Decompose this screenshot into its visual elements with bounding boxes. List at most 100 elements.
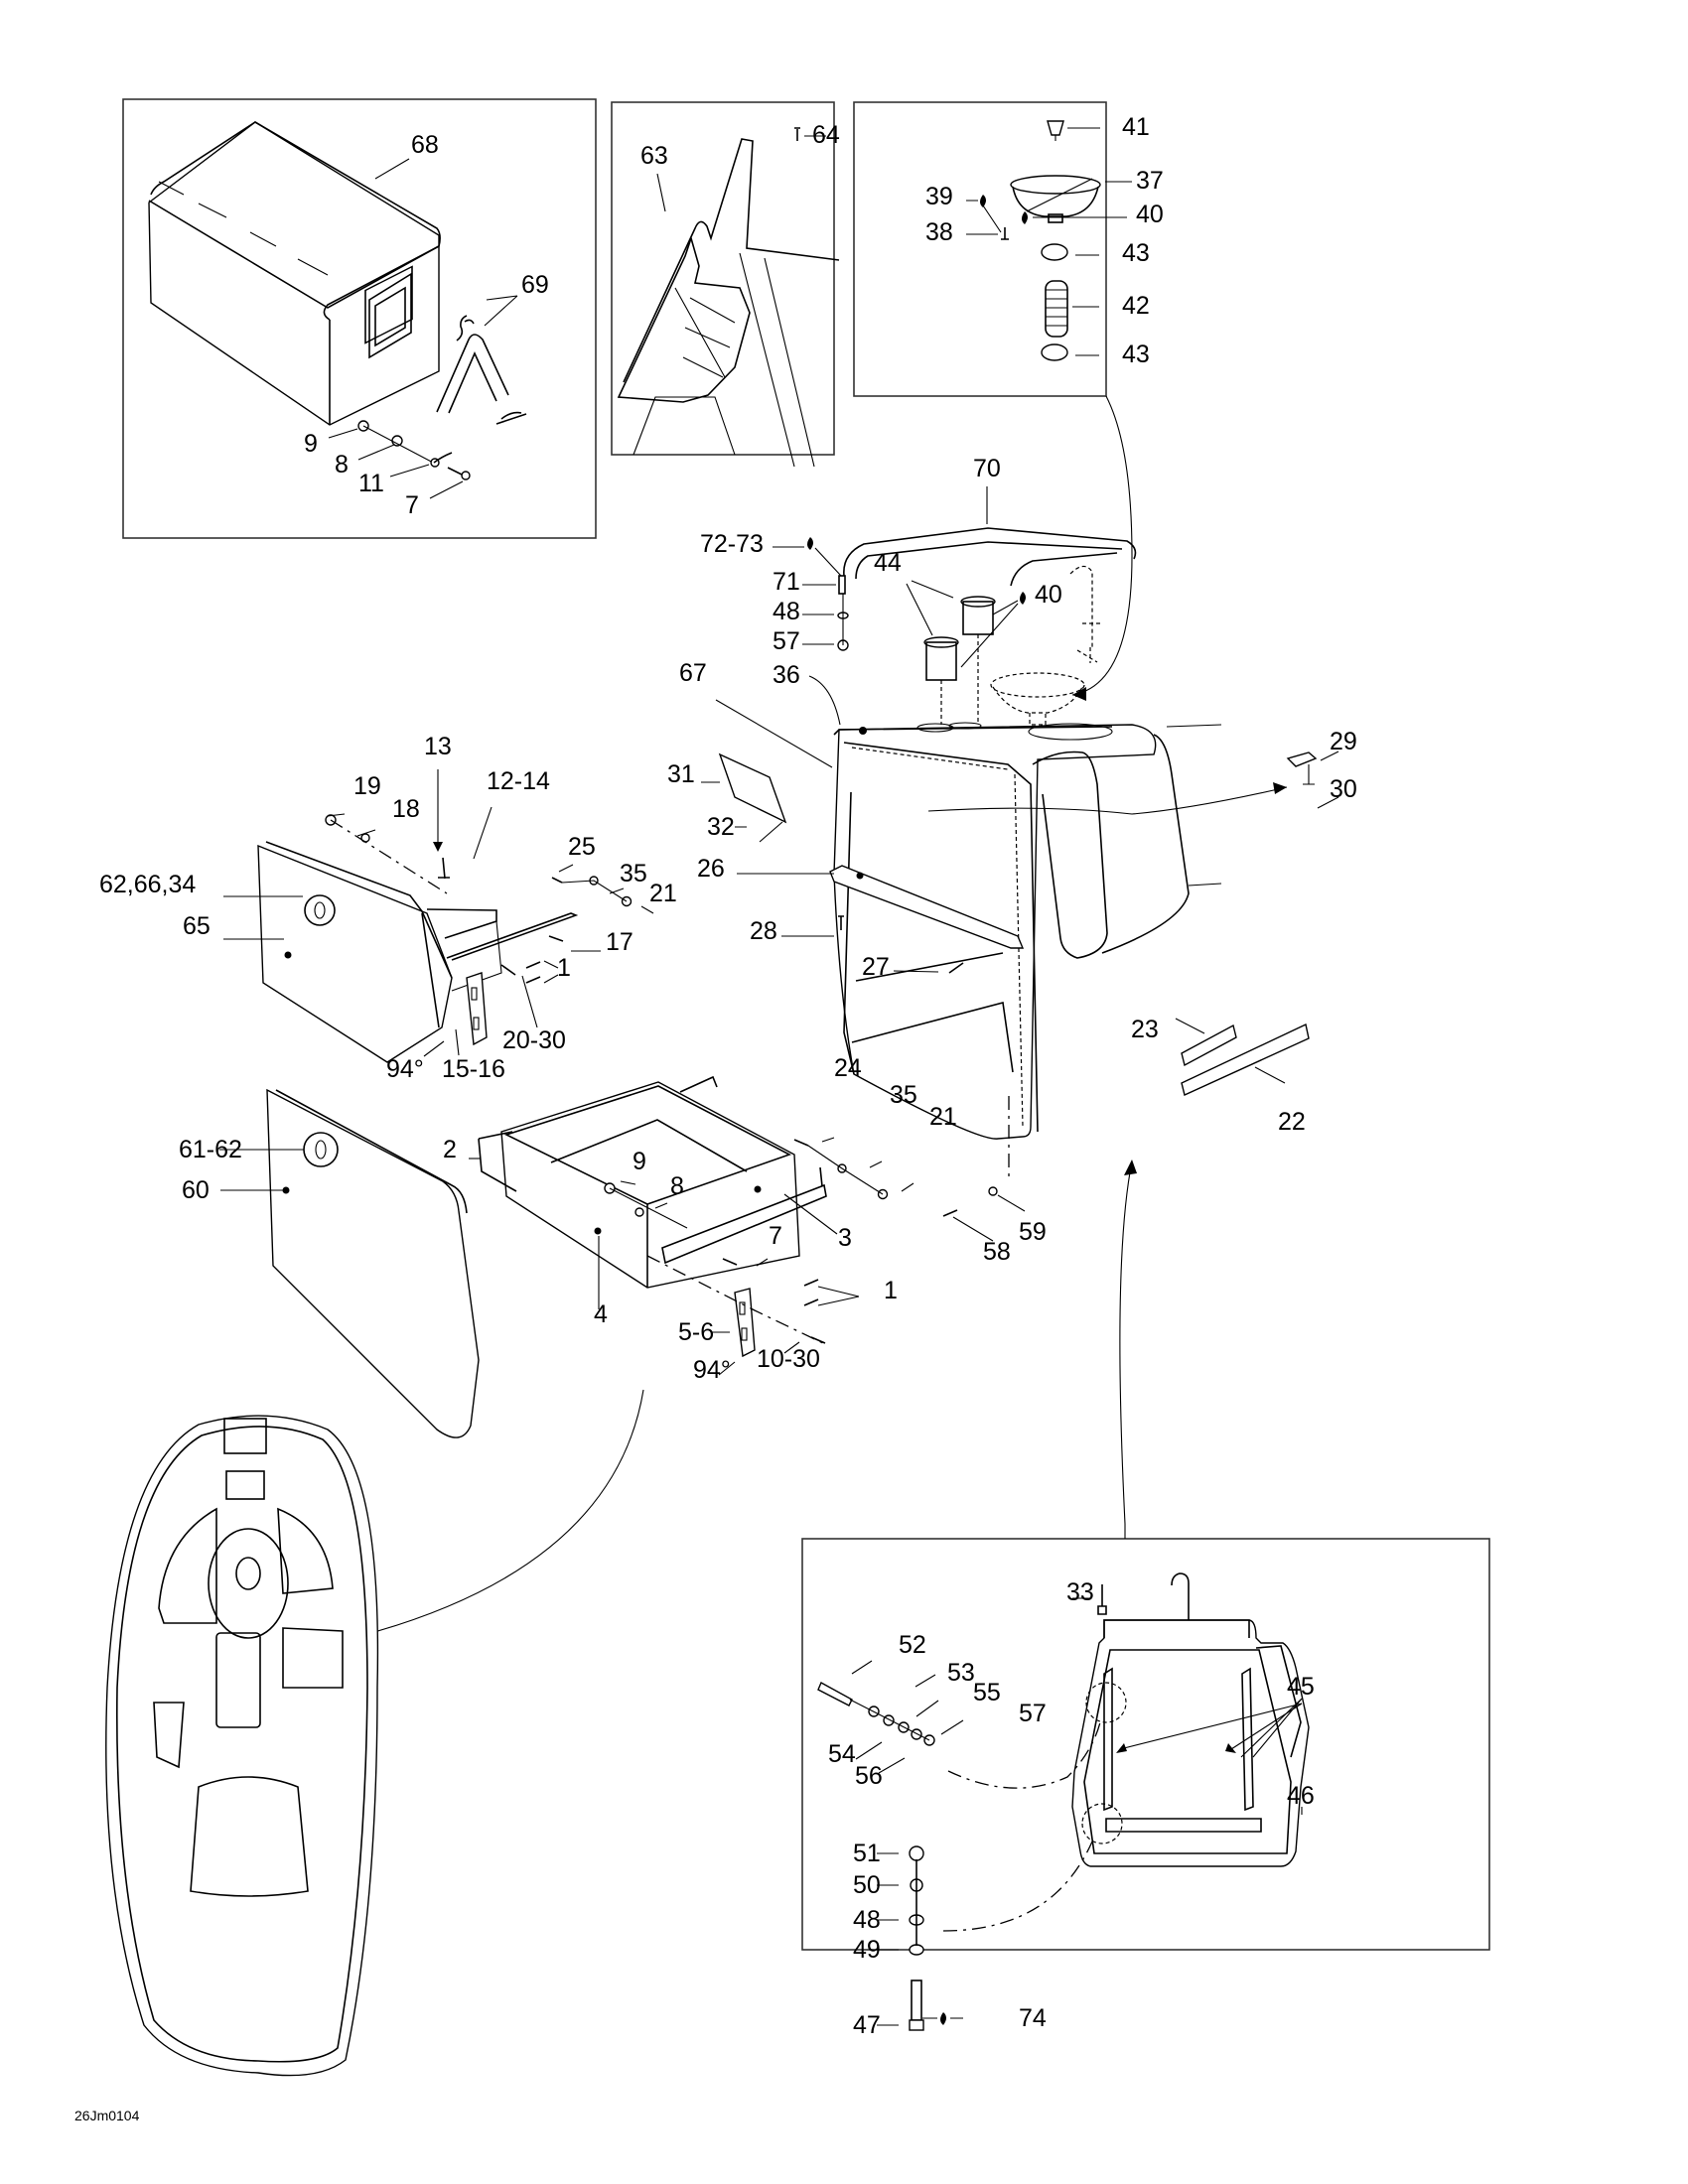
callout-63: 63 [640,142,668,170]
console-icon [833,722,1222,1140]
cooler-box-frame [122,98,597,539]
cooler-leader-lines [328,158,518,499]
callout-20-30: 20-30 [502,1026,566,1054]
callout-28: 28 [750,917,777,945]
callout-26: 26 [697,855,725,883]
callout-3: 3 [838,1224,852,1252]
upper-drawer-leaders [223,769,654,1057]
callout-42: 42 [1122,292,1150,320]
sink-bowl-icon [1010,175,1132,223]
callout-57: 57 [773,627,800,655]
lower-drawer-hardware [604,1139,889,1346]
callout-68: 68 [411,131,439,159]
callout-47: 47 [853,2011,881,2039]
drawing-reference-code: 26Jm0104 [74,2108,140,2123]
shelf-screws-icon [737,873,964,974]
base-hardware-icon [942,1096,1026,1242]
lower-hinge-icon [734,1288,756,1358]
callout-21-lower: 21 [929,1103,957,1131]
callout-69: 69 [521,271,549,299]
upper-drawer-hardware [325,814,633,984]
callout-39: 39 [925,183,953,210]
callout-65: 65 [183,912,211,940]
latch-icon [927,751,1339,815]
callout-60: 60 [182,1176,210,1204]
callout-33: 33 [1066,1578,1094,1606]
callout-94-lower: 94° [693,1356,731,1384]
hull-icon [105,1415,379,2077]
callout-10-30: 10-30 [757,1345,820,1373]
basket-screw-icon [794,127,826,141]
sink-screw-icon [966,227,1009,240]
seat-hardware-icon [817,1584,1107,2031]
callout-43-bottom: 43 [1122,341,1150,368]
sink-dotted-icon [990,672,1085,726]
callout-40-main: 40 [1035,581,1062,609]
callout-59: 59 [1019,1218,1047,1246]
callout-5-6: 5-6 [678,1318,715,1346]
callout-15-16: 15-16 [442,1055,505,1083]
console-leaders [701,675,841,783]
callout-18: 18 [392,795,420,823]
callout-74: 74 [1019,2004,1047,2032]
cup-holder-icon [906,580,1026,725]
callout-7: 7 [405,491,419,519]
callout-35-upper: 35 [620,860,647,887]
stud-stack-icon [773,537,849,651]
cooler-icon [148,121,441,426]
callout-29: 29 [1330,728,1357,755]
callout-37: 37 [1136,167,1164,195]
callout-61-62: 61-62 [179,1136,242,1163]
faucet-dotted-icon [1069,565,1102,663]
callout-46: 46 [1287,1782,1315,1810]
callout-9: 9 [304,430,318,458]
sealant-icon [966,178,1127,233]
callout-11: 11 [358,470,384,497]
seat-frame-icon [1071,1572,1310,1867]
seat-connector-line [1119,1160,1133,1525]
basket-leader [656,173,666,212]
callout-35-lower: 35 [890,1081,917,1109]
rails-icon [1175,1018,1310,1096]
callout-67: 67 [679,659,707,687]
sink-connector-line [1071,395,1133,696]
callout-43-top: 43 [1122,239,1150,267]
hose-icon [1045,280,1099,338]
callout-64: 64 [812,121,840,149]
sink-box-frame [853,101,1133,701]
callout-17: 17 [606,928,633,956]
callout-8-lower: 8 [670,1172,684,1200]
callout-27: 27 [862,953,890,981]
callout-19: 19 [353,772,381,800]
callout-45: 45 [1287,1673,1315,1701]
callout-72-73: 72-73 [700,530,764,558]
callout-7-lower: 7 [769,1222,782,1250]
callout-49: 49 [853,1936,881,1964]
callout-54: 54 [828,1740,856,1768]
lower-door-icon [219,1088,480,1438]
callout-8: 8 [335,451,349,478]
lower-drawer-icon [500,1075,827,1289]
clamp-icon [1041,243,1099,361]
callout-25: 25 [568,833,596,861]
callout-2: 2 [443,1136,457,1163]
callout-62-66-34: 62,66,34 [99,871,197,898]
cooler-hardware-icon [357,420,471,480]
callout-71: 71 [773,568,800,596]
grab-handle-icon [843,486,1137,587]
callout-1-lower: 1 [884,1277,898,1304]
strap-kit-icon [436,315,527,425]
upper-hinge-icon [466,972,488,1046]
drawer-frame-icon [478,1131,517,1192]
callout-41: 41 [1122,113,1150,141]
callout-1-upper: 1 [557,954,571,982]
callout-21-upper: 21 [649,880,677,907]
lower-drawer-leaders [469,1137,914,1376]
callout-48-seat: 48 [853,1906,881,1934]
callout-94-upper: 94° [386,1055,424,1083]
basket-icon [617,138,840,468]
callout-53: 53 [947,1659,975,1687]
callout-56: 56 [855,1762,883,1790]
callout-55: 55 [973,1679,1001,1706]
